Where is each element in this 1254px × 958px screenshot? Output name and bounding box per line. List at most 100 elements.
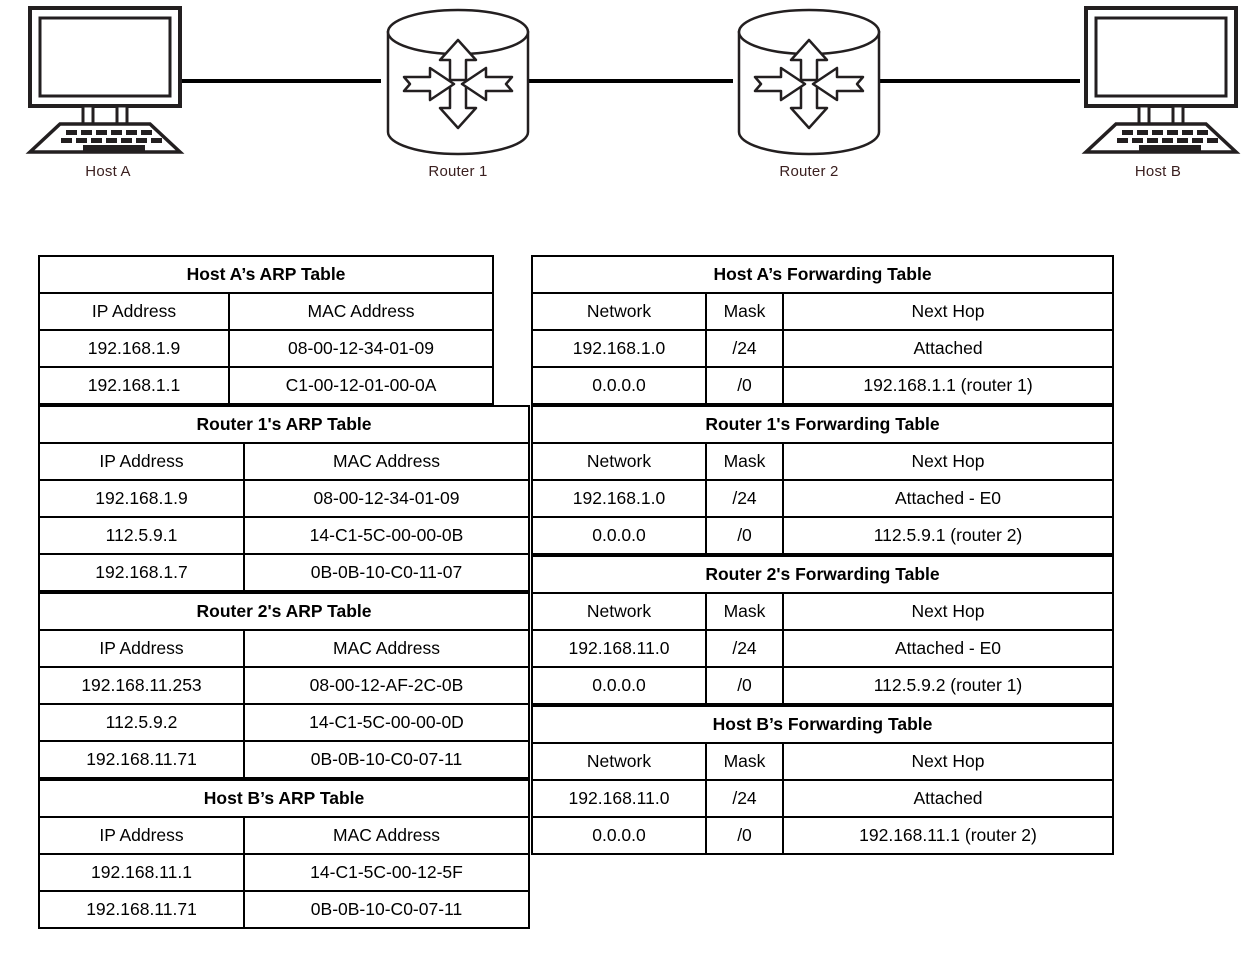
- table-cell: 112.5.9.1: [38, 516, 245, 555]
- table-cell: Attached - E0: [781, 479, 1115, 518]
- table-title-row: Host A’s Forwarding Table: [530, 255, 1115, 294]
- table-title-row: Router 1's Forwarding Table: [530, 405, 1115, 444]
- table-title-row: Host A’s ARP Table: [38, 255, 494, 294]
- table-title: Host B’s Forwarding Table: [531, 705, 1114, 744]
- table-cell: 0.0.0.0: [531, 366, 707, 405]
- node-label-host-b: Host B: [1134, 163, 1182, 180]
- node-label-router-2: Router 2: [779, 163, 839, 180]
- table-cell: 0.0.0.0: [531, 816, 707, 855]
- column-header: Mask: [705, 742, 784, 781]
- node-host-a[interactable]: Host A: [8, 0, 208, 205]
- table-cell: C1-00-12-01-00-0A: [228, 366, 494, 405]
- computer-icon: [1081, 6, 1241, 154]
- table-cell: /0: [705, 366, 784, 405]
- node-host-b[interactable]: Host B: [1058, 0, 1254, 205]
- table-title-row: Router 2's Forwarding Table: [530, 555, 1115, 594]
- table-title: Router 2's Forwarding Table: [530, 555, 1115, 594]
- link-router-1-router-2: [528, 79, 733, 83]
- table-cell: /0: [705, 516, 784, 555]
- table-cell: 08-00-12-34-01-09: [228, 329, 494, 368]
- table-title-row: Router 1's ARP Table: [38, 405, 530, 444]
- column-header: Next Hop: [781, 592, 1115, 631]
- column-header: Mask: [705, 592, 784, 631]
- column-header: Mask: [705, 442, 784, 481]
- node-router-1[interactable]: Router 1: [378, 0, 538, 205]
- table-cell: 192.168.11.1 (router 2): [782, 816, 1114, 855]
- node-router-2[interactable]: Router 2: [729, 0, 889, 205]
- node-label-host-a: Host A: [85, 163, 131, 180]
- column-header: IP Address: [38, 442, 245, 481]
- table-cell: /0: [705, 666, 784, 705]
- table-cell: 112.5.9.2: [38, 703, 245, 742]
- table-cell: /24: [705, 329, 784, 368]
- table-cell: 192.168.1.1: [38, 366, 230, 405]
- network-topology-diagram: Host A Router 1 Router 2: [0, 0, 1254, 205]
- column-header: Next Hop: [782, 742, 1114, 781]
- column-header: IP Address: [38, 629, 245, 668]
- table-cell: 192.168.1.1 (router 1): [781, 366, 1115, 405]
- table-cell: 192.168.1.9: [38, 329, 230, 368]
- column-header: Next Hop: [781, 442, 1115, 481]
- table-cell: 0.0.0.0: [531, 516, 707, 555]
- router-icon: [386, 8, 530, 156]
- computer-icon: [25, 6, 185, 154]
- column-header: IP Address: [38, 292, 230, 331]
- table-cell: Attached - E0: [781, 629, 1115, 668]
- table-title-row: Router 2's ARP Table: [38, 592, 530, 631]
- column-header: MAC Address: [228, 292, 494, 331]
- table-cell: /0: [705, 816, 784, 855]
- table-cell: 112.5.9.2 (router 1): [781, 666, 1115, 705]
- column-header: MAC Address: [243, 629, 530, 668]
- table-title: Host A’s ARP Table: [38, 255, 494, 294]
- column-header: Next Hop: [781, 292, 1115, 331]
- link-router-2-host-b: [880, 79, 1080, 83]
- column-header: Network: [531, 292, 707, 331]
- table-cell: 0B-0B-10-C0-07-11: [242, 890, 531, 929]
- column-header: IP Address: [38, 816, 245, 855]
- table-cell: /24: [705, 779, 784, 818]
- table-cell: 192.168.11.0: [531, 629, 707, 668]
- table-title-row: Host B’s Forwarding Table: [531, 705, 1114, 744]
- table-title: Router 1's ARP Table: [38, 405, 530, 444]
- table-cell: /24: [705, 479, 784, 518]
- table-cell: 192.168.1.9: [38, 479, 245, 518]
- table-cell: 0.0.0.0: [531, 666, 707, 705]
- router-icon: [737, 8, 881, 156]
- column-header: MAC Address: [242, 816, 531, 855]
- table-cell: 14-C1-5C-00-12-5F: [242, 853, 531, 892]
- table-cell: 192.168.1.7: [38, 553, 245, 592]
- table-cell: 192.168.11.253: [38, 666, 245, 705]
- table-cell: 192.168.11.0: [531, 779, 707, 818]
- table-title: Host A’s Forwarding Table: [530, 255, 1115, 294]
- column-header: Network: [531, 592, 707, 631]
- table-cell: 192.168.1.0: [531, 329, 707, 368]
- table-cell: 192.168.1.0: [531, 479, 707, 518]
